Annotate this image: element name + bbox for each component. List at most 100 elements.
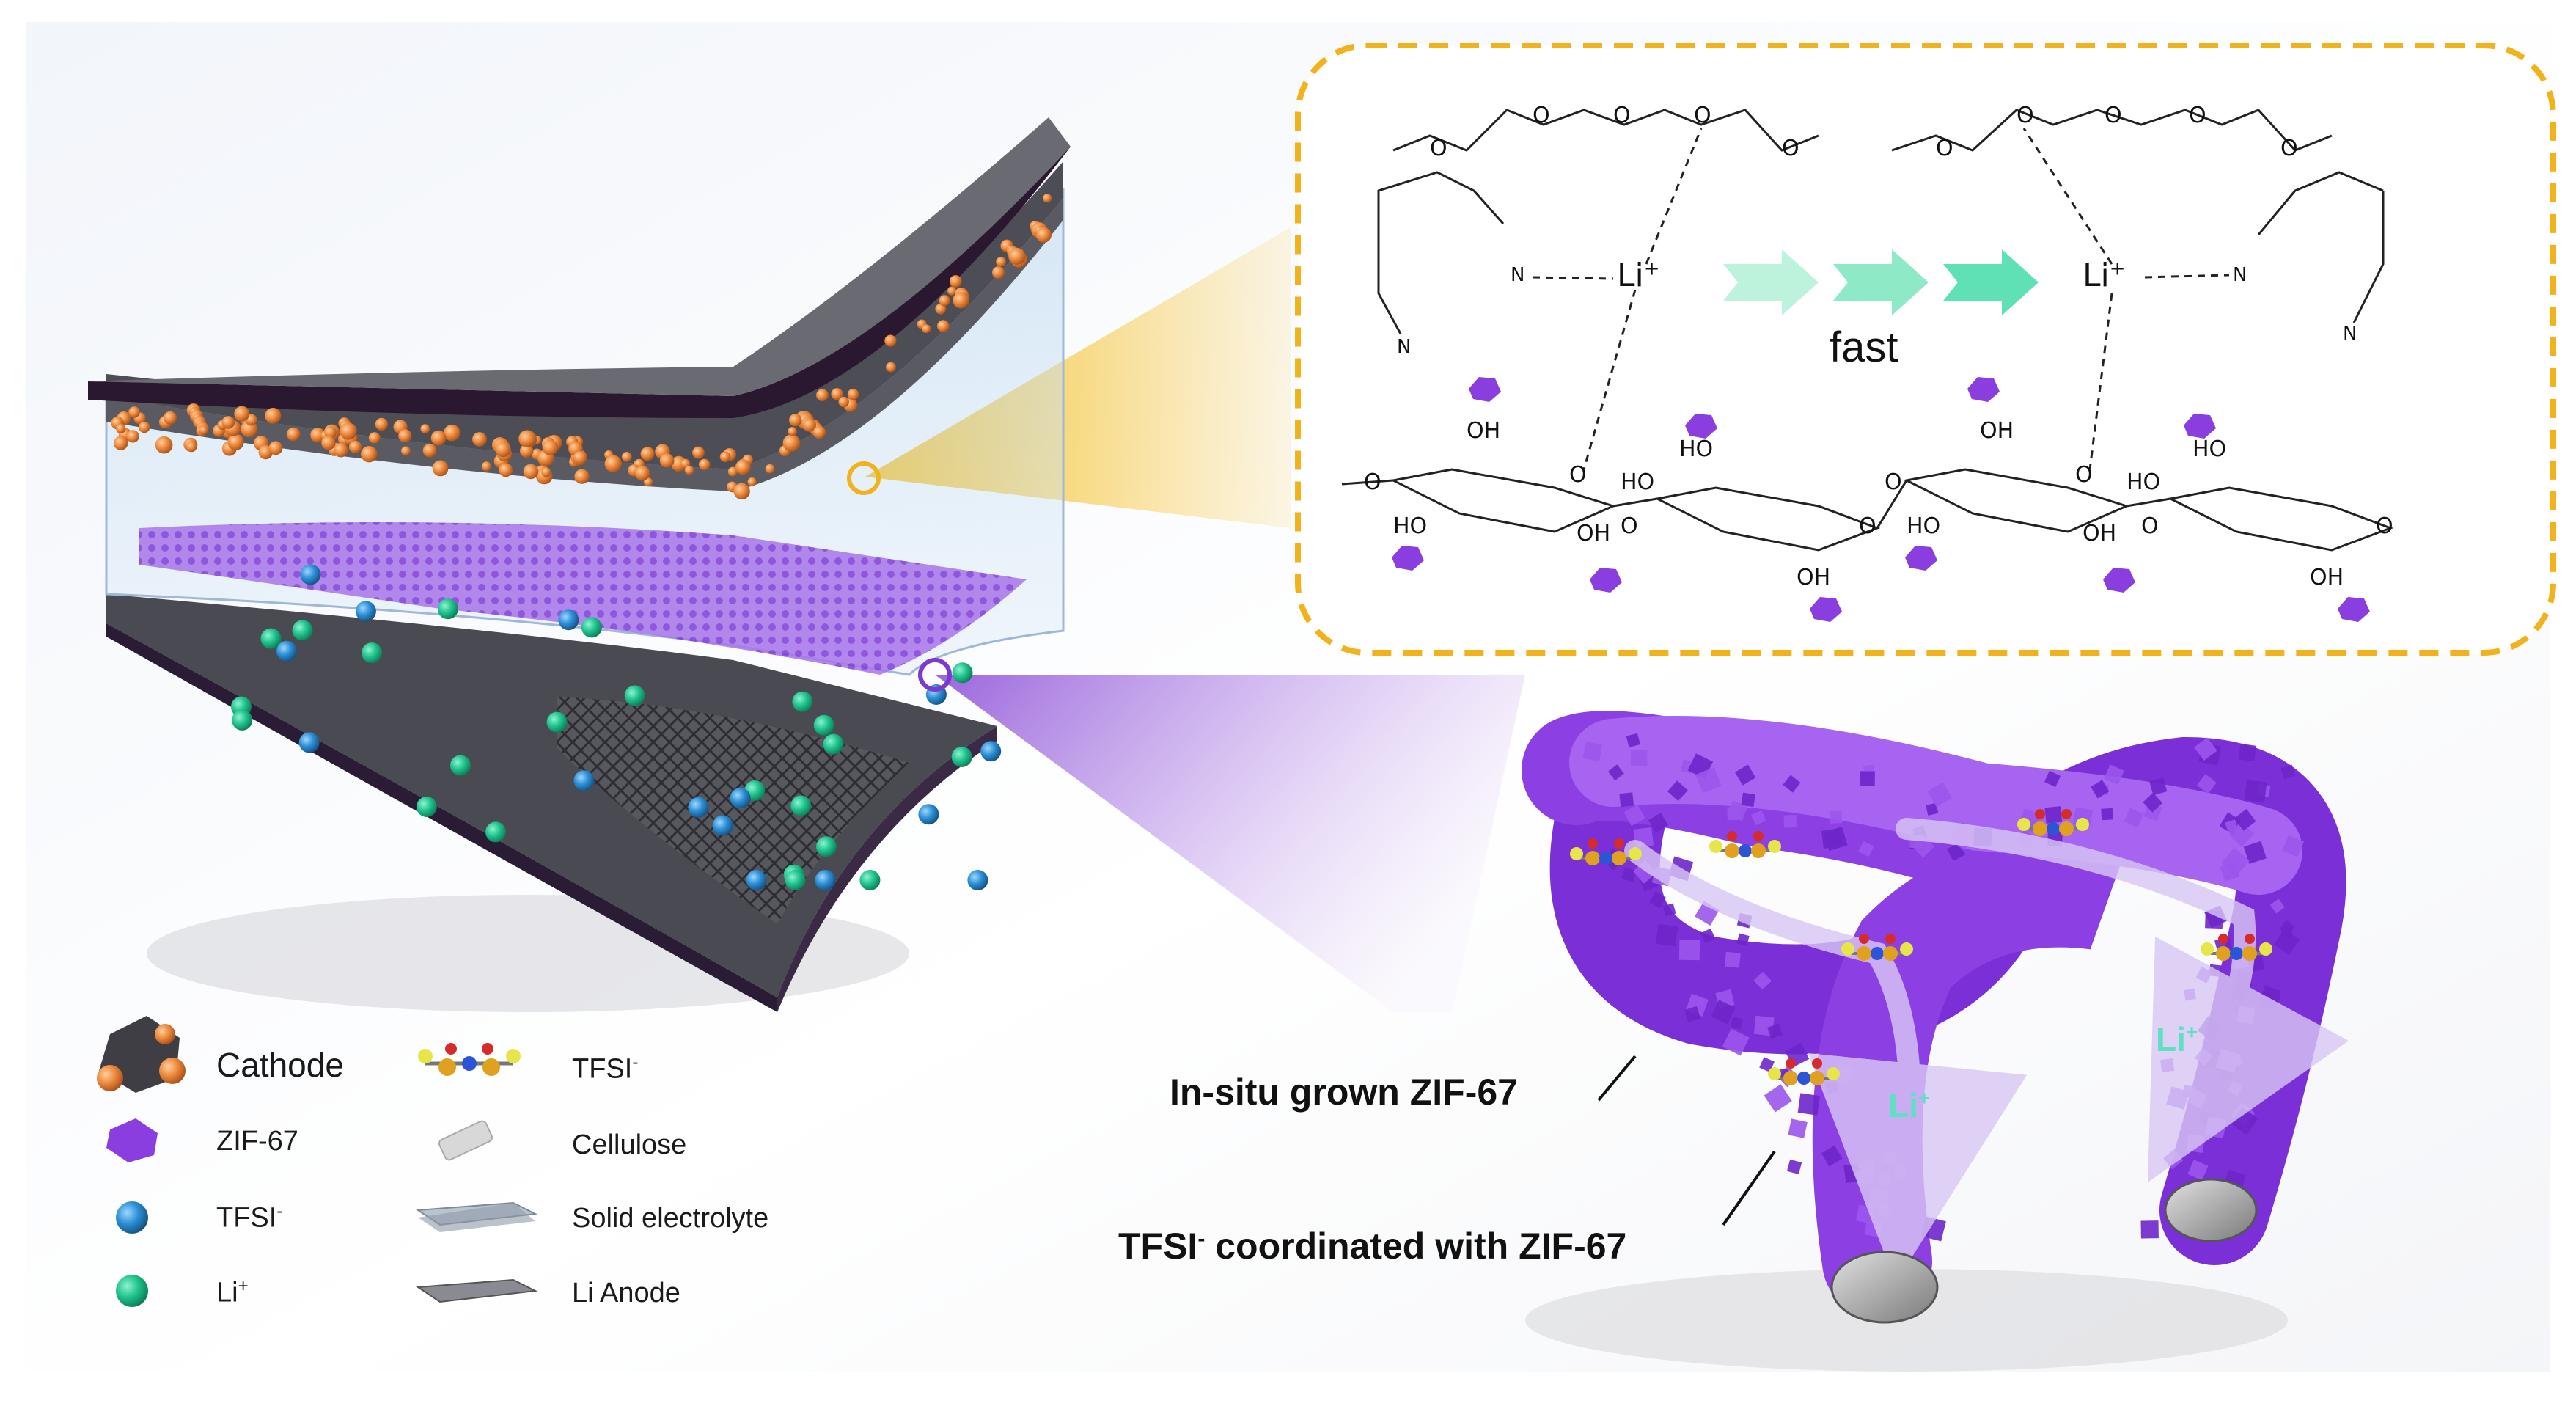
- li-ion: [952, 662, 973, 684]
- cathode-particle: [401, 446, 411, 456]
- tfsi-fluorine: [2201, 942, 2214, 956]
- tfsi-oxygen: [1727, 831, 1737, 841]
- scheme-ho: HO: [1393, 513, 1428, 539]
- zif-crystal: [1741, 792, 1755, 808]
- cellulose-legend-icon: [438, 1120, 493, 1161]
- cathode-particle: [573, 450, 587, 465]
- zif-crystal: [2149, 777, 2168, 796]
- scheme-li-left: Li+: [1617, 257, 1660, 294]
- scheme-n-right-2: N: [2343, 323, 2357, 345]
- zif-crystal: [1734, 764, 1756, 786]
- arrow-3: [1943, 249, 2039, 315]
- zif-crystal: [2238, 743, 2257, 762]
- callout-line-insitu: [1597, 1055, 1637, 1102]
- zif-fiber-illustration: [1522, 711, 2349, 1324]
- zif-crystal: [1753, 971, 1772, 990]
- li-ion: [785, 870, 806, 890]
- tfsi-fluorine: [1570, 847, 1583, 860]
- tfsi-sulfur: [1883, 946, 1898, 961]
- scheme-ho: HO: [2192, 436, 2227, 462]
- nitrile-chain-left-2: [1377, 235, 1402, 334]
- li-ion: [816, 836, 837, 857]
- cathode-particle: [788, 427, 797, 436]
- scheme-o: O: [1694, 103, 1711, 128]
- zif-crystal: [1711, 1000, 1736, 1025]
- tfsi-oxygen: [1885, 934, 1896, 944]
- cathode-particle: [542, 439, 559, 455]
- li-ion: [485, 821, 507, 843]
- zif-crystal: [1582, 742, 1603, 761]
- coord-line: [2022, 128, 2113, 265]
- tfsi-fluorine: [1900, 942, 1913, 956]
- cathode-particle: [991, 266, 1005, 279]
- zif-crystal: [2104, 764, 2124, 785]
- cathode-particle: [430, 430, 447, 446]
- scheme-o: O: [2105, 103, 2122, 128]
- fiber-li-label-left: Li+: [1888, 1086, 1931, 1124]
- scheme-n-left-2: N: [1397, 336, 1412, 358]
- zif-crystal: [2269, 898, 2285, 914]
- zif-crystal: [2281, 928, 2293, 940]
- tfsi-ion: [746, 870, 767, 890]
- zif-crystal: [2234, 808, 2256, 831]
- zif-crystal: [1883, 1151, 1896, 1165]
- zif-crystal: [1678, 940, 1700, 961]
- cathode-particle: [155, 436, 173, 454]
- callout-line-tfsi: [1722, 1150, 1776, 1226]
- cathode-particle: [935, 303, 947, 315]
- tfsi-nitrogen: [1599, 852, 1612, 865]
- zif-crystal: [2140, 1220, 2159, 1239]
- zif-crystal: [1783, 775, 1801, 793]
- zif-crystal: [1722, 1028, 1750, 1056]
- tfsi-nitrogen: [1871, 947, 1884, 960]
- cathode-particle: [286, 427, 301, 442]
- tfsi-sulfur: [2242, 946, 2257, 961]
- tfsi-molecule-legend-icon: [418, 1043, 521, 1076]
- zoom-ring-gold: [847, 461, 881, 495]
- cathode-particle: [996, 257, 1006, 267]
- cathode-particle: [227, 433, 244, 450]
- tfsi-oxygen: [1753, 831, 1764, 841]
- tfsi-ion: [688, 797, 709, 818]
- tfsi-oxygen: [1614, 838, 1624, 849]
- callout-tfsi-coordinated: TFSI- coordinated with ZIF-67: [1118, 1226, 1627, 1267]
- cathode-particle: [321, 436, 336, 450]
- cathode-particle: [634, 466, 650, 481]
- zif-crystal: [1860, 771, 1875, 786]
- cathode-particle: [221, 416, 235, 429]
- cathode-particle: [922, 324, 931, 334]
- fiber-li-label-right: Li+: [2156, 1020, 2198, 1058]
- scheme-oh: OH: [2083, 521, 2117, 546]
- ether-chain-left: [1392, 109, 1819, 152]
- li-ion: [437, 598, 458, 620]
- li-ion: [260, 628, 282, 649]
- li-ion: [546, 711, 568, 733]
- zif-crystal: [1695, 766, 1722, 794]
- li-ion: [792, 691, 813, 712]
- cathode-particle: [422, 443, 437, 458]
- cathode-particle: [398, 429, 412, 443]
- cathode-particle: [340, 422, 357, 440]
- ion-particles: [231, 564, 1002, 890]
- cathode-particle: [684, 465, 694, 475]
- tfsi-sulfur: [2216, 946, 2231, 961]
- scheme-fast-label: fast: [1830, 323, 1898, 371]
- solid-electrolyte-legend-side: [418, 1203, 535, 1232]
- battery-cell: [88, 117, 1071, 1012]
- li-ion: [624, 685, 645, 706]
- tfsi-fluorine: [1709, 840, 1722, 853]
- cellulose-link: [1612, 497, 1658, 508]
- legend-icons: [97, 1016, 538, 1307]
- anode-mesh: [557, 697, 909, 924]
- cathode-particle: [949, 275, 962, 288]
- cathode-particle: [520, 444, 534, 458]
- cathode-particle: [727, 466, 738, 477]
- cathode-particle: [604, 455, 622, 472]
- cathode-particle: [644, 477, 653, 487]
- zif-crystal: [2196, 774, 2217, 794]
- zif-crystal: [2243, 841, 2267, 864]
- cathode-particle: [126, 430, 139, 443]
- scheme-oh: OH: [2310, 565, 2344, 590]
- cellulose-link: [2126, 497, 2171, 508]
- cathode-particle: [420, 424, 430, 433]
